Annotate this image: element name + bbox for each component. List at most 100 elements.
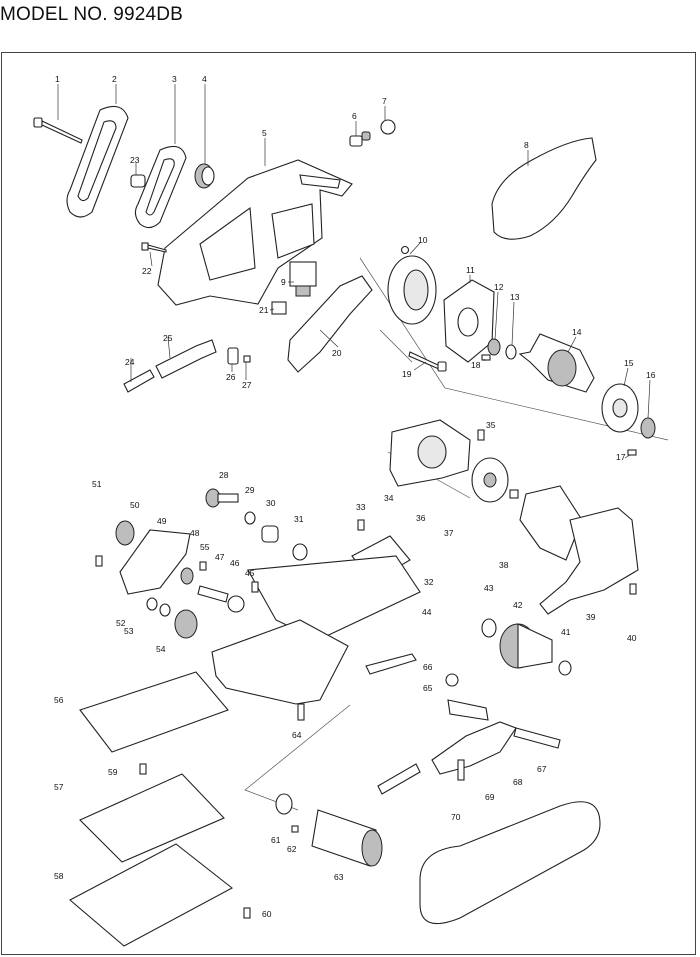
callout-lead-lines [57, 84, 651, 459]
label-part-27: 27 [242, 380, 252, 390]
part-20-handle-cover [287, 275, 373, 373]
part-48-bearing [180, 567, 194, 585]
page-title: MODEL NO. 9924DB [0, 4, 184, 25]
part-60-screw [243, 907, 251, 919]
label-part-65: 65 [423, 683, 433, 693]
label-part-46: 46 [230, 558, 240, 568]
label-part-26: 26 [226, 372, 236, 382]
label-part-19: 19 [402, 369, 412, 379]
part-61-ring [275, 793, 293, 815]
part-18-pin [481, 354, 491, 361]
label-part-25: 25 [163, 333, 173, 343]
part-46-bushing [227, 595, 245, 613]
label-part-33: 33 [356, 502, 366, 512]
part-50-gear [115, 520, 135, 546]
part-64-screw [297, 703, 305, 721]
part-49-gear-housing [119, 529, 191, 595]
part-55-key [199, 561, 207, 571]
part-68-lever-assembly [431, 699, 517, 775]
part-27-screw [243, 355, 251, 363]
part-54-gear [174, 609, 198, 639]
label-part-68: 68 [513, 777, 523, 787]
part-63-rear-roller [311, 809, 383, 867]
part-52-ring [146, 597, 158, 611]
part-41-washer [558, 660, 572, 676]
part-42-front-roller [499, 623, 553, 669]
part-1-screw [33, 117, 83, 144]
label-part-30: 30 [266, 498, 276, 508]
label-part-53: 53 [124, 626, 134, 636]
label-part-56: 56 [54, 695, 64, 705]
part-2-belt-cover [66, 105, 129, 218]
label-part-45: 45 [245, 568, 255, 578]
part-35-screw [477, 429, 485, 441]
label-part-10: 10 [418, 235, 428, 245]
part-15-fan [601, 383, 639, 433]
label-part-41: 41 [561, 627, 571, 637]
label-part-7: 7 [382, 96, 387, 106]
label-part-47: 47 [215, 552, 225, 562]
label-part-23: 23 [130, 155, 140, 165]
part-30-spring [261, 525, 279, 543]
label-part-64: 64 [292, 730, 302, 740]
label-part-16: 16 [646, 370, 656, 380]
label-part-38: 38 [499, 560, 509, 570]
label-part-2: 2 [112, 74, 117, 84]
part-31-bushing [292, 543, 308, 561]
label-part-62: 62 [287, 844, 297, 854]
label-part-60: 60 [262, 909, 272, 919]
part-6-brush-holder [349, 131, 371, 147]
part-66-ring [445, 673, 459, 687]
label-part-28: 28 [219, 470, 229, 480]
label-part-67: 67 [537, 764, 547, 774]
part-7-brush-cap [380, 119, 396, 135]
label-part-4: 4 [202, 74, 207, 84]
label-part-48: 48 [190, 528, 200, 538]
label-part-13: 13 [510, 292, 520, 302]
label-part-12: 12 [494, 282, 504, 292]
label-part-6: 6 [352, 111, 357, 121]
part-56-bottom-plate [79, 671, 229, 753]
part-38-guard [519, 485, 583, 561]
part-69-pin [457, 759, 465, 781]
label-part-32: 32 [424, 577, 434, 587]
label-part-21: 21 [259, 305, 269, 315]
part-57-plate [79, 773, 225, 863]
part-33-screw [357, 519, 365, 531]
label-part-1: 1 [55, 74, 60, 84]
label-part-8: 8 [524, 140, 529, 150]
label-part-51: 51 [92, 479, 102, 489]
label-part-31: 31 [294, 514, 304, 524]
part-29-washer [244, 511, 256, 525]
part-number-labels: 1 2 3 4 5 6 7 8 9 10 11 12 13 14 15 16 1… [54, 74, 656, 919]
part-25-cord-guard [155, 339, 217, 379]
label-part-9: 9 [281, 277, 286, 287]
part-65-slide-plate [365, 653, 417, 675]
part-51-screw [95, 555, 103, 567]
label-part-55: 55 [200, 542, 210, 552]
part-17-pin [627, 449, 637, 456]
part-26-clamp [227, 347, 239, 365]
label-part-52: 52 [116, 618, 126, 628]
label-part-24: 24 [125, 357, 135, 367]
part-11-baffle-plate [443, 279, 495, 363]
label-part-29: 29 [245, 485, 255, 495]
part-22-screw [141, 242, 167, 253]
part-21-capacitor [271, 301, 287, 315]
part-8-dust-bag [491, 137, 597, 240]
part-36-fan [471, 457, 509, 503]
label-part-14: 14 [572, 327, 582, 337]
part-24-cord [123, 369, 155, 393]
part-4-pulley [194, 163, 215, 189]
part-34-inner-cover [389, 419, 471, 487]
label-part-43: 43 [484, 583, 494, 593]
label-part-70: 70 [451, 812, 461, 822]
label-part-17: 17 [616, 452, 626, 462]
label-part-5: 5 [262, 128, 267, 138]
part-3-drive-belt [134, 145, 187, 229]
label-part-58: 58 [54, 871, 64, 881]
part-39-front-handle [539, 507, 639, 615]
part-14-armature [518, 333, 595, 393]
part-23-bushing [130, 174, 146, 188]
